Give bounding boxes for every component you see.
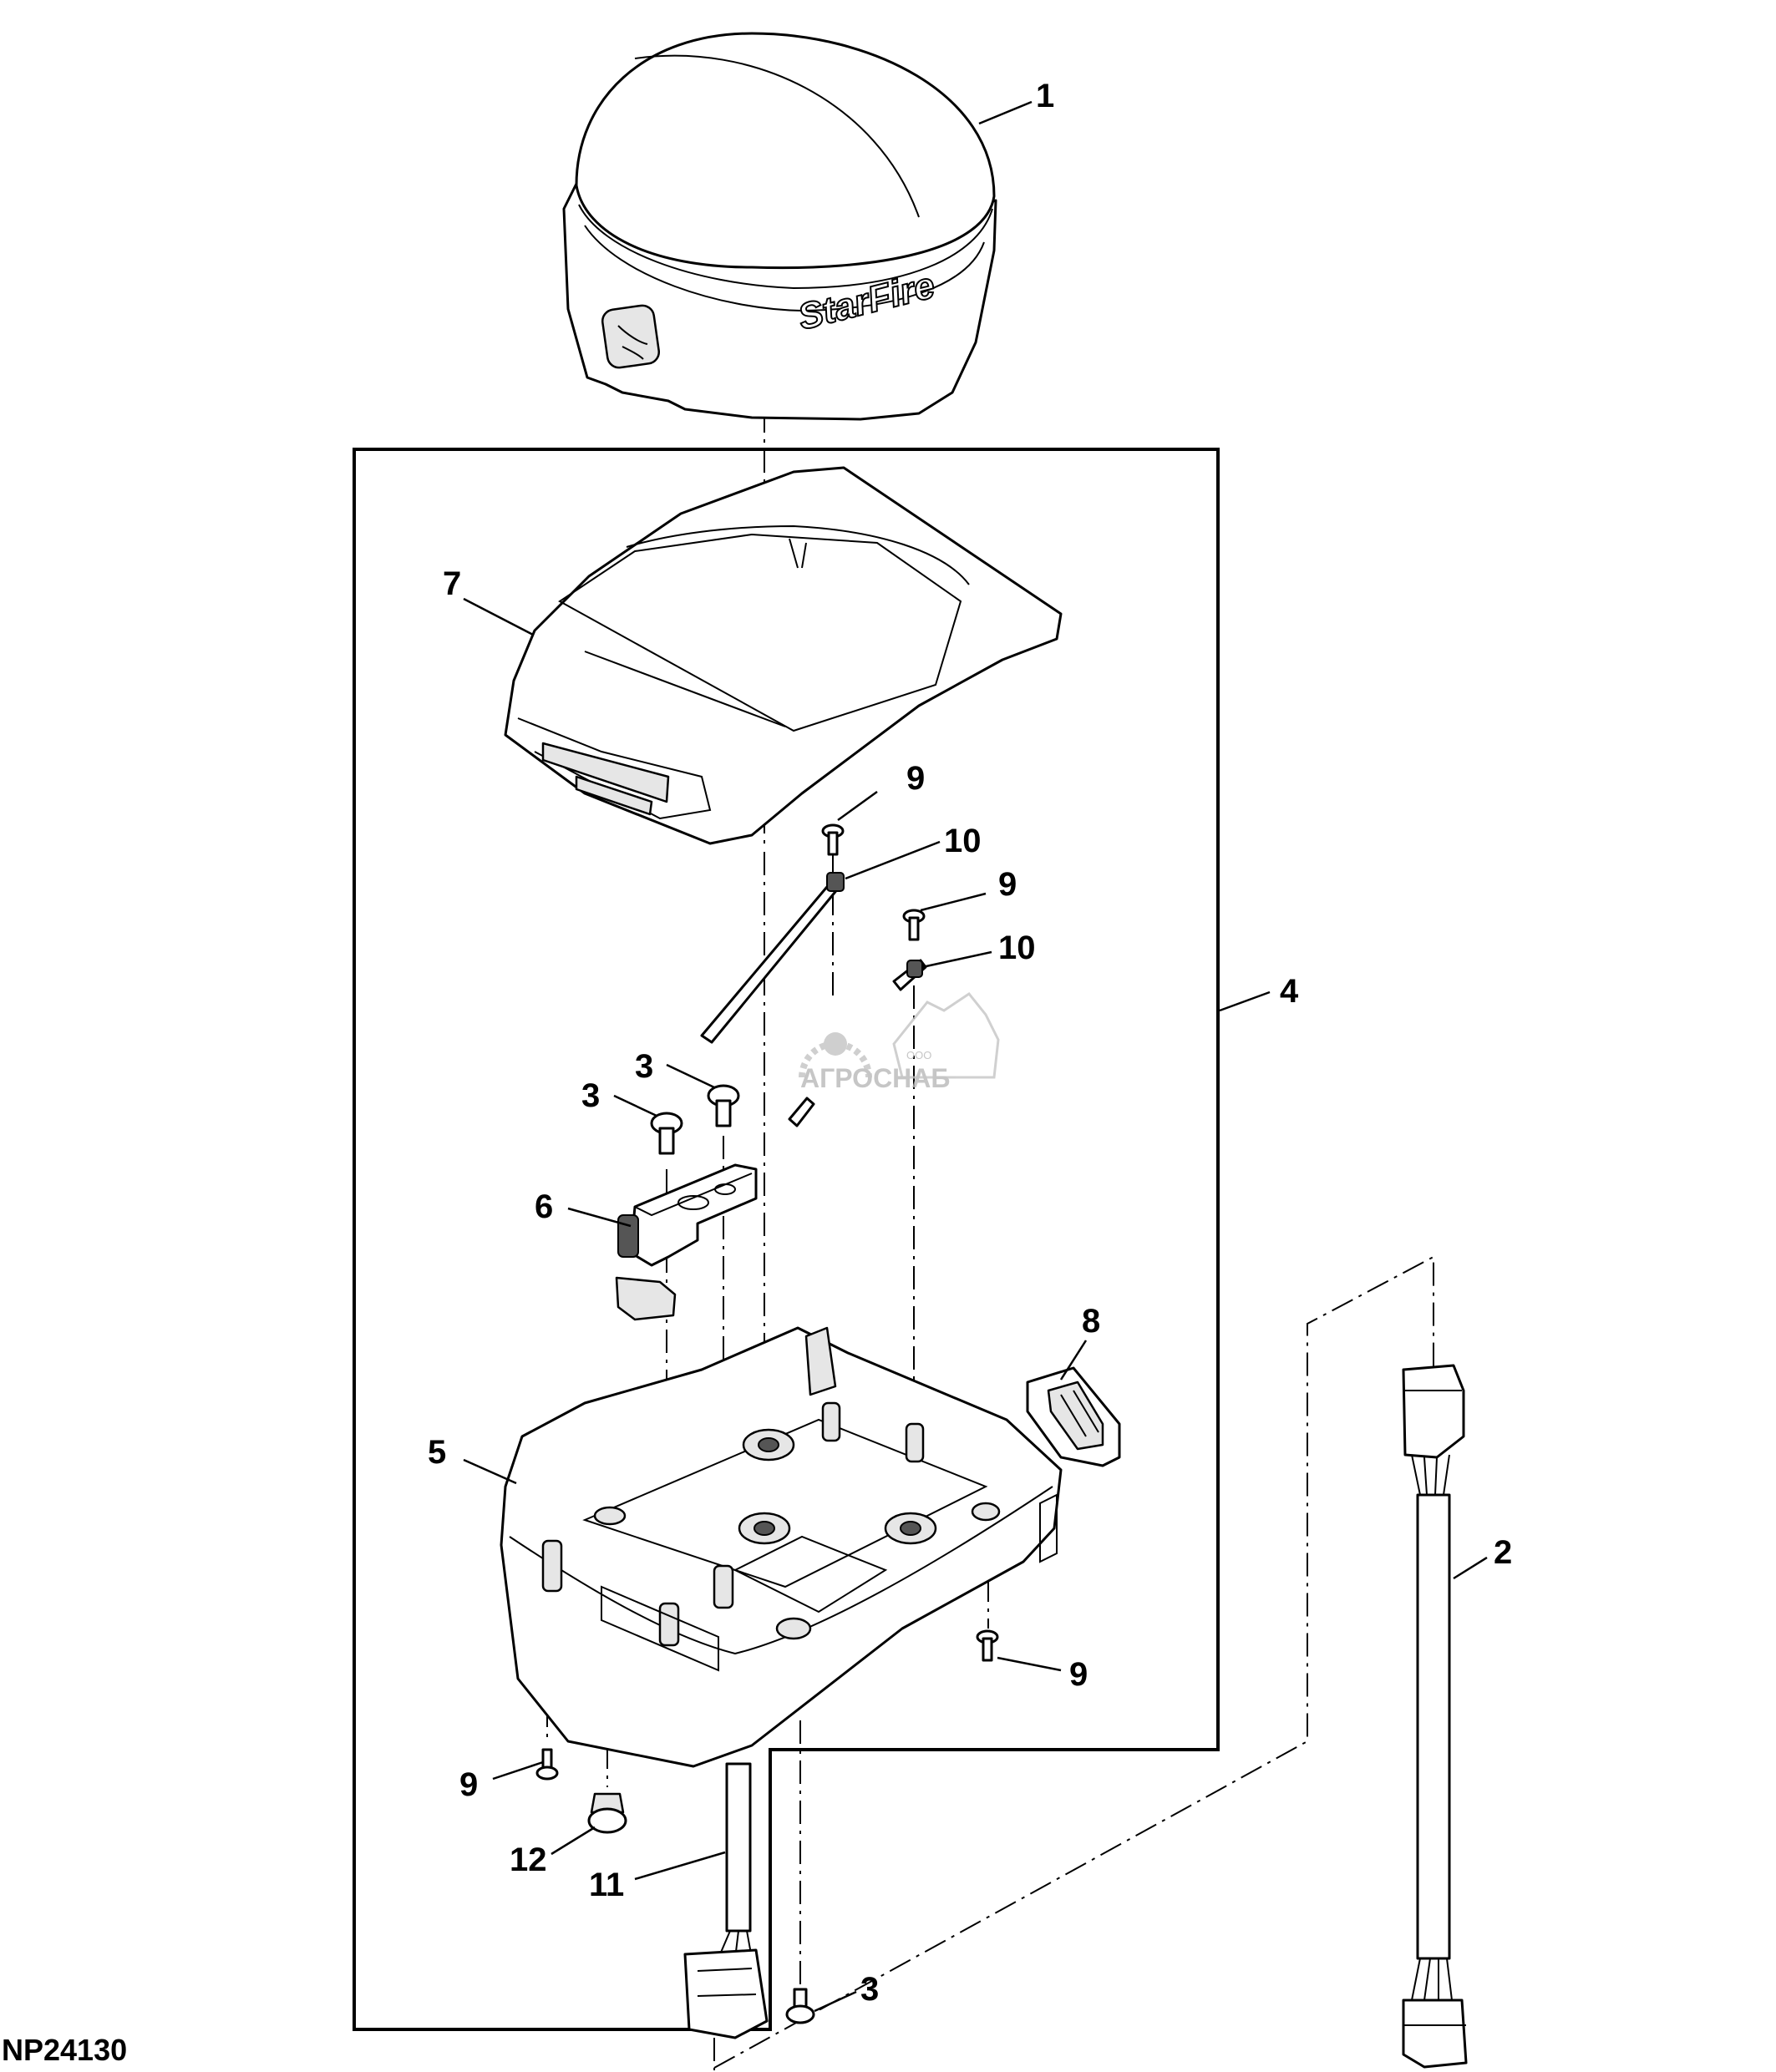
leader-lines: [463, 100, 1488, 2013]
watermark-logo: ООО АГРОСНАБ: [799, 991, 1000, 1093]
callout-3: 3: [860, 1971, 879, 2008]
callout-10: 10: [998, 930, 1036, 966]
callout-3: 3: [635, 1048, 653, 1085]
callout-2: 2: [1494, 1534, 1512, 1571]
mounting-bracket: [615, 1163, 758, 1321]
watermark-small-text: ООО: [906, 1049, 931, 1061]
cable-harness: [1402, 1364, 1468, 2069]
callout-4: 4: [1280, 973, 1299, 1010]
plug: [587, 1792, 627, 1834]
callout-9: 9: [906, 760, 925, 797]
base-housing: [500, 1326, 1063, 1768]
bolts: [650, 1084, 815, 2024]
callout-10: 10: [944, 823, 982, 859]
callout-labels: 1 7 9 10 9 10 4 3 3 6 8 5 2 9 9 12 11 3: [428, 78, 1512, 2008]
callout-9: 9: [459, 1766, 478, 1803]
callout-5: 5: [428, 1434, 446, 1471]
callout-11: 11: [589, 1867, 624, 1903]
callout-9: 9: [1069, 1656, 1088, 1693]
callout-3: 3: [581, 1077, 600, 1114]
receiver-dome: StarFire: [562, 32, 997, 421]
top-cover: [504, 466, 1063, 845]
kit-boundary-frame: [353, 448, 1220, 2031]
callout-12: 12: [510, 1841, 547, 1878]
watermark-brand-text: АГРОСНАБ: [800, 1063, 950, 1093]
callout-1: 1: [1036, 78, 1054, 114]
callout-6: 6: [535, 1188, 553, 1225]
pigtail-cable: [683, 1762, 769, 2039]
figure-id: NP24130: [2, 2033, 127, 2067]
screws: [535, 823, 999, 1781]
callout-9: 9: [998, 866, 1017, 903]
callout-8: 8: [1082, 1303, 1100, 1340]
connector-plate: [1026, 1366, 1121, 1467]
callout-7: 7: [443, 565, 461, 602]
